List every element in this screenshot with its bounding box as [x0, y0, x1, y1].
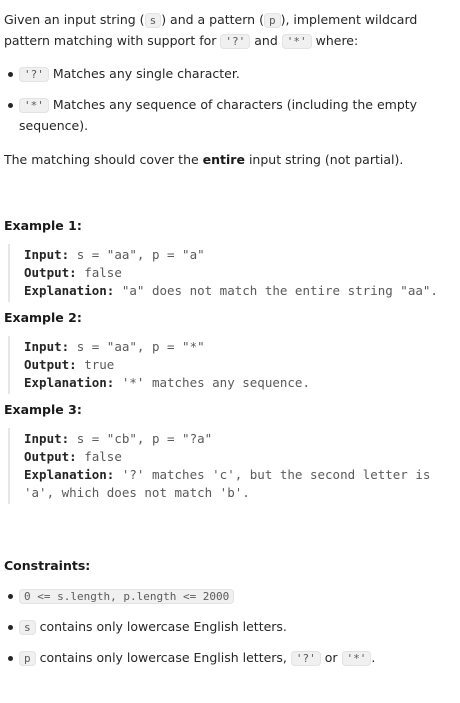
example-3-title: Example 3: [4, 402, 82, 417]
intro-paragraph: Given an input string (s) and a pattern … [4, 12, 418, 49]
code-p: p [263, 13, 281, 28]
constraints-title: Constraints: [4, 558, 91, 573]
code-s: s [144, 13, 162, 28]
problem-description: Given an input string (s) and a pattern … [4, 12, 452, 669]
code-question: '?' [220, 34, 251, 49]
example-2-title: Example 2: [4, 310, 82, 325]
constraint-item: s contains only lowercase English letter… [8, 617, 452, 638]
code-star: '*' [281, 34, 312, 49]
rules-list: '?' Matches any single character. '*' Ma… [4, 64, 452, 136]
constraint-item: p contains only lowercase English letter… [8, 648, 452, 669]
note-paragraph: The matching should cover the entire inp… [4, 152, 404, 167]
rule-item: '*' Matches any sequence of characters (… [8, 95, 452, 136]
example-1-title: Example 1: [4, 218, 82, 233]
constraints-list: 0 <= s.length, p.length <= 2000 s contai… [4, 586, 452, 669]
constraint-item: 0 <= s.length, p.length <= 2000 [8, 586, 452, 607]
rule-item: '?' Matches any single character. [8, 64, 452, 85]
